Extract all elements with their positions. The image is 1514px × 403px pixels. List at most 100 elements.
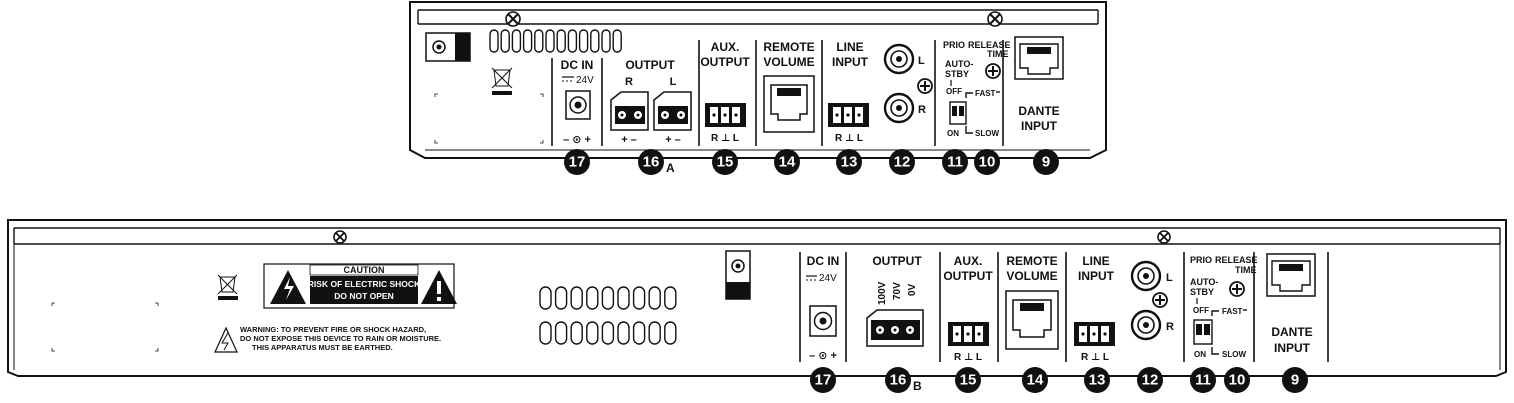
weee-bin-icon: [217, 274, 238, 300]
aux-pins-label: R ⊥ L: [711, 133, 739, 144]
ground-screw-icon: [1152, 292, 1168, 308]
callout-13b: 13: [1084, 367, 1110, 393]
line-label-2: INPUT: [832, 55, 869, 69]
fast-label: FAST: [975, 89, 996, 98]
callout-10a: 10: [974, 149, 1000, 175]
aux-label-1: AUX.: [954, 254, 983, 268]
dc-polarity-label: – ⊙ +: [809, 350, 837, 362]
svg-text:11: 11: [1195, 372, 1211, 389]
line-terminal: [1074, 322, 1115, 346]
svg-text:13: 13: [1089, 372, 1106, 389]
output-label: OUTPUT: [872, 254, 922, 268]
svg-text:15: 15: [960, 372, 977, 389]
vent-slot: [578, 29, 589, 53]
off-label: OFF: [946, 87, 962, 96]
vent-slot: [567, 29, 578, 53]
callout-13a: 13: [836, 149, 862, 175]
dante-label-2: INPUT: [1274, 341, 1311, 355]
rca-r-label: R: [1166, 321, 1174, 333]
dc-symbol-icon: [562, 76, 574, 82]
caution-line-3: DO NOT OPEN: [334, 291, 394, 301]
callout-16a: 16: [638, 149, 664, 175]
warning-line-3: THIS APPARATUS MUST BE EARTHED.: [252, 343, 393, 352]
callout-17b: 17: [810, 367, 836, 393]
on-label: ON: [1194, 350, 1206, 359]
dc-in-label: DC IN: [807, 254, 840, 268]
dante-section: DANTE INPUT: [1014, 36, 1064, 133]
vent-slot: [632, 321, 646, 345]
svg-text:9: 9: [1042, 154, 1050, 171]
vent-slot: [511, 29, 522, 53]
dc-in-section: DC IN 24V – ⊙ +: [799, 252, 847, 362]
line-label-1: LINE: [836, 40, 863, 54]
screw-icon: [987, 11, 1003, 27]
svg-text:12: 12: [1142, 372, 1159, 389]
prio-section: PRIO RELEASE TIME AUTO- STBY OFF ON FAST…: [934, 40, 1011, 146]
rj45-port: [763, 75, 815, 133]
callout-17a: 17: [564, 149, 590, 175]
rca-r-label: R: [918, 104, 926, 116]
vent-slot: [601, 286, 615, 310]
vent-slot: [539, 321, 552, 345]
off-label: OFF: [1193, 306, 1209, 315]
dc-jack: [565, 90, 591, 120]
rca-jack-l: [1130, 260, 1162, 292]
output-label: OUTPUT: [625, 58, 675, 72]
rca-jack-r: [1130, 309, 1162, 341]
aux-output-section: AUX. OUTPUT R ⊥ L: [939, 252, 993, 363]
screw-icon: [505, 11, 521, 27]
vent-slot: [489, 29, 499, 53]
caution-label: CAUTION RISK OF ELECTRIC SHOCK DO NOT OP…: [263, 263, 457, 309]
vent-slot: [648, 286, 661, 310]
ground-screw-icon: [917, 78, 933, 94]
dante-label-2: INPUT: [1021, 119, 1058, 133]
callout-10b: 10: [1224, 367, 1250, 393]
aux-terminal: [705, 103, 746, 127]
aux-label-2: OUTPUT: [943, 269, 993, 283]
release-time-pot-icon: [1229, 281, 1245, 297]
bottom-rear-panel: CAUTION RISK OF ELECTRIC SHOCK DO NOT OP…: [7, 219, 1507, 393]
dc-voltage-label: 24V: [576, 75, 594, 86]
vent-slot: [586, 321, 599, 345]
speaker-terminal-r: [610, 91, 649, 131]
dante-rj45-port: [1266, 253, 1316, 297]
dc-in-section: DC IN 24V – ⊙ +: [551, 58, 603, 146]
callout-9a: 9: [1033, 149, 1059, 175]
output-tap-100v: 100V: [877, 281, 888, 305]
aux-terminal: [948, 322, 989, 346]
shock-warning-icon: [214, 326, 238, 353]
vent-slot: [617, 321, 630, 345]
vent-slot: [664, 286, 677, 310]
stby-label: STBY: [945, 69, 969, 79]
vent-slot: [554, 286, 568, 310]
svg-text:17: 17: [569, 154, 586, 171]
stby-label: STBY: [1190, 287, 1214, 297]
release-time-pot-icon: [985, 63, 1001, 79]
rj45-port: [1005, 290, 1059, 350]
dip-switch: [1193, 319, 1213, 345]
line-input-section: LINE INPUT R ⊥ L L R: [1074, 254, 1174, 363]
aux-label-2: OUTPUT: [700, 55, 750, 69]
top-rear-panel: DC IN 24V – ⊙ + OUTPUT R L: [409, 1, 1107, 175]
dc-in-label: DC IN: [561, 58, 594, 72]
label-area-marks: [434, 93, 544, 144]
line-terminal: [828, 103, 869, 127]
vent-slot: [601, 321, 615, 345]
auto-label: AUTO-: [1190, 277, 1218, 287]
dc-jack: [809, 305, 837, 337]
svg-text:14: 14: [1027, 372, 1044, 389]
svg-text:13: 13: [841, 154, 858, 171]
callout-suffix-a: A: [666, 161, 675, 175]
dc-polarity-label: – ⊙ +: [563, 134, 591, 146]
prio-label: PRIO: [1190, 255, 1212, 265]
vent-slot: [632, 286, 646, 310]
vent-slot: [617, 286, 630, 310]
line-input-section: LINE INPUT R ⊥ L L R: [828, 40, 933, 144]
vent-slot: [612, 29, 622, 53]
vent-slot: [664, 321, 677, 345]
aux-label-1: AUX.: [711, 40, 740, 54]
weee-bin-icon: [491, 67, 513, 95]
output-r-polarity: + –: [621, 134, 637, 146]
rca-jack-l: [883, 43, 915, 75]
rca-jack-r: [883, 92, 915, 124]
